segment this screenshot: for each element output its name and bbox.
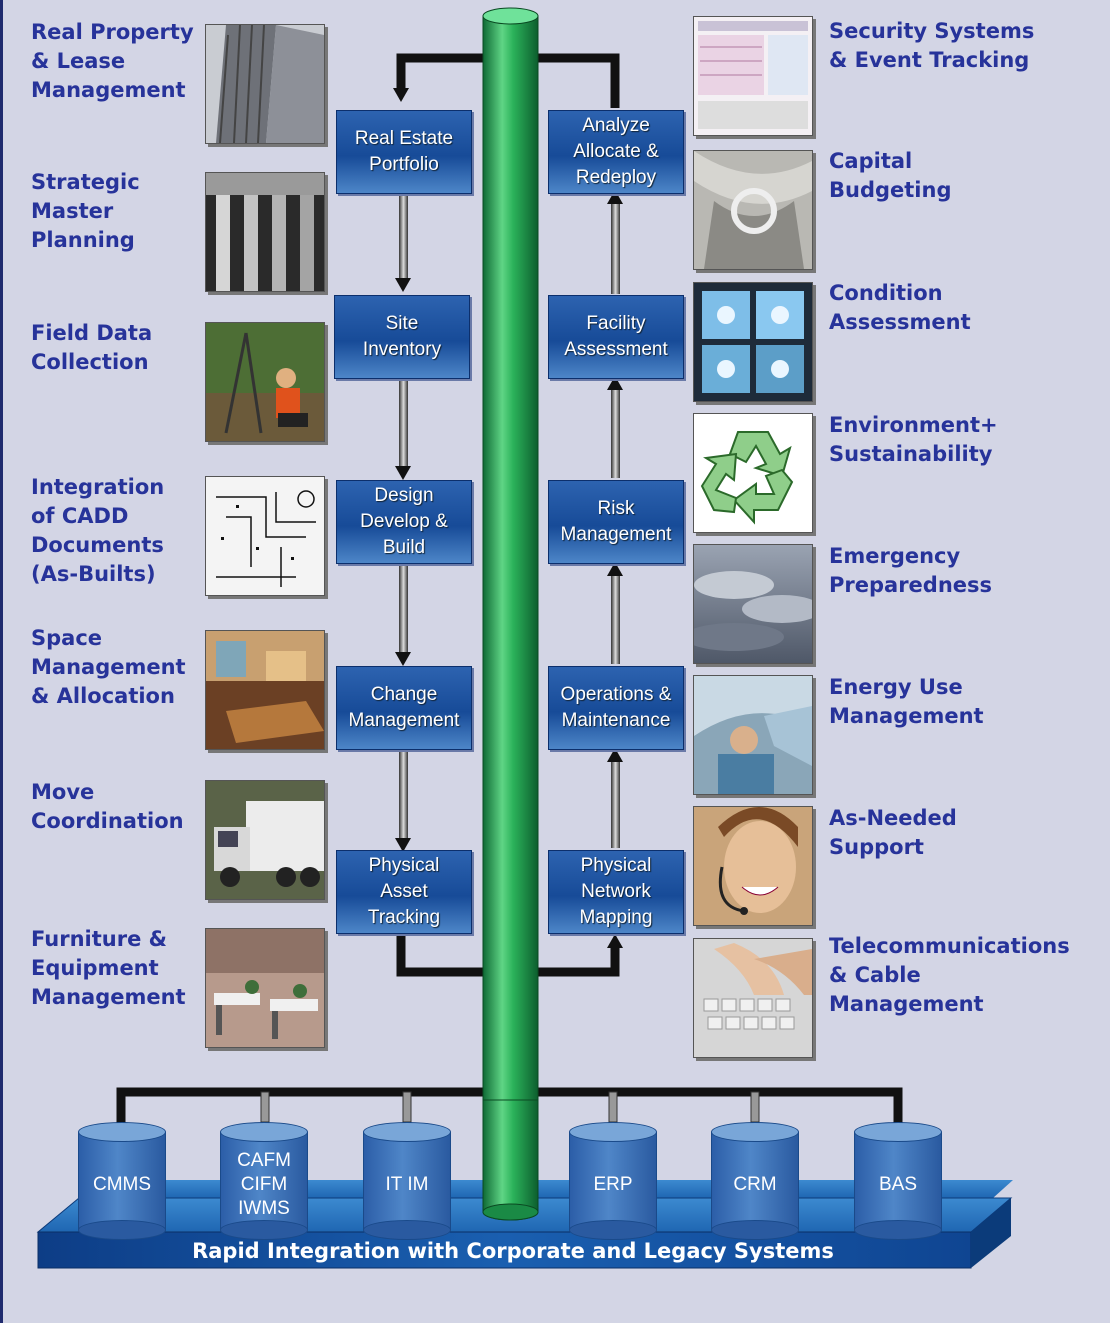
capability-real-property-lease: Real Property & Lease Management	[31, 20, 194, 102]
keyboard-photo	[693, 938, 813, 1058]
capability-security-systems: Security Systems & Event Tracking	[829, 19, 1035, 72]
capability-furniture-equipment: Furniture & Equipment Management	[31, 927, 186, 1009]
platform-front	[37, 1231, 972, 1269]
arrow-up	[611, 576, 620, 664]
capability-move-coordination: Move Coordination	[31, 780, 184, 833]
system-label: CRM	[733, 1174, 777, 1195]
arrow-up	[611, 762, 620, 848]
moving-truck-photo	[205, 780, 325, 900]
software-screen-photo	[693, 16, 813, 136]
conference-room-photo	[205, 630, 325, 750]
platform-side	[971, 1198, 1011, 1268]
system-label: ERP	[593, 1174, 633, 1195]
capability-environment-sustainability: Environment+ Sustainability	[829, 413, 998, 466]
lifecycle-real-estate-portfolio: Real Estate Portfolio	[336, 110, 472, 194]
system-cafm-cifm-iwms: CAFM CIFM IWMS	[220, 1122, 308, 1240]
xray-photo	[693, 282, 813, 402]
capability-condition-assessment: Condition Assessment	[829, 281, 971, 334]
lifecycle-facility-assessment: Facility Assessment	[548, 295, 684, 379]
engineer-photo	[693, 675, 813, 795]
system-cmms: CMMS	[78, 1122, 166, 1240]
capability-as-needed-support: As-Needed Support	[829, 806, 957, 859]
capability-field-data-collection: Field Data Collection	[31, 321, 153, 374]
system-label: CAFM CIFM IWMS	[237, 1150, 291, 1219]
office-furniture-photo	[205, 928, 325, 1048]
lifecycle-analyze-allocate-redeploy: Analyze Allocate & Redeploy	[548, 110, 684, 194]
capability-cadd-integration: Integration of CADD Documents (As-Builts…	[31, 475, 165, 586]
lifecycle-operations-maintenance: Operations & Maintenance	[548, 666, 684, 750]
capability-energy-use: Energy Use Management	[829, 675, 984, 728]
capability-strategic-master-planning: Strategic Master Planning	[31, 170, 140, 252]
platform-label: Rapid Integration with Corporate and Leg…	[192, 1239, 834, 1263]
capability-telecom-cable: Telecommunications & Cable Management	[829, 934, 1070, 1016]
lifecycle-change-management: Change Management	[336, 666, 472, 750]
lifecycle-design-develop-build: Design Develop & Build	[336, 480, 472, 564]
system-crm: CRM	[711, 1122, 799, 1240]
storm-clouds-photo	[693, 544, 813, 664]
arrow-down	[399, 752, 408, 838]
lifecycle-physical-network-mapping: Physical Network Mapping	[548, 850, 684, 934]
column-detail-photo	[693, 150, 813, 270]
arrow-down	[399, 566, 408, 652]
integration-pipe	[482, 15, 539, 1213]
recycle-icon	[693, 413, 813, 533]
capability-space-management: Space Management & Allocation	[31, 626, 186, 708]
system-label: BAS	[878, 1174, 918, 1195]
arrow-up	[611, 390, 620, 478]
capability-emergency-preparedness: Emergency Preparedness	[829, 544, 993, 597]
system-bas: BAS	[854, 1122, 942, 1240]
system-it-im: IT IM	[363, 1122, 451, 1240]
capability-capital-budgeting: Capital Budgeting	[829, 149, 952, 202]
lifecycle-physical-asset-tracking: Physical Asset Tracking	[336, 850, 472, 934]
system-erp: ERP	[569, 1122, 657, 1240]
surveyor-photo	[205, 322, 325, 442]
arrow-up	[611, 204, 620, 294]
cadd-drawing-photo	[205, 476, 325, 596]
lifecycle-site-inventory: Site Inventory	[334, 295, 470, 379]
arrow-down	[399, 192, 408, 278]
arrow-down	[399, 380, 408, 466]
system-label: IT IM	[385, 1174, 429, 1195]
office-building-photo	[205, 24, 325, 144]
columns-photo	[205, 172, 325, 292]
system-label: CMMS	[92, 1174, 152, 1195]
lifecycle-risk-management: Risk Management	[548, 480, 684, 564]
support-agent-photo	[693, 806, 813, 926]
